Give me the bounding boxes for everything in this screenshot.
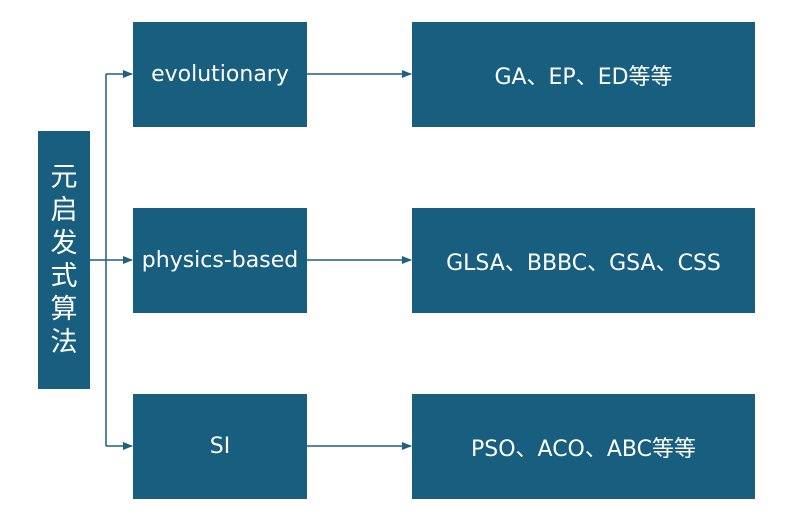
examples-node-physics-based: GLSA、BBBC、GSA、CSS: [412, 208, 755, 313]
root-label-char: 启: [50, 195, 78, 226]
examples-label: GLSA、BBBC、GSA、CSS: [446, 250, 721, 276]
root-label-char: 发: [50, 228, 78, 259]
examples-node-si: PSO、ACO、ABC等等: [412, 394, 755, 499]
category-label: physics-based: [141, 247, 299, 273]
root-label-char: 法: [50, 327, 78, 358]
examples-label: PSO、ACO、ABC等等: [470, 436, 696, 462]
root-label-char: 算: [50, 294, 78, 325]
examples-node-evolutionary: GA、EP、ED等等: [412, 22, 755, 127]
category-node-evolutionary: evolutionary: [133, 22, 307, 127]
category-node-si: SI: [133, 394, 307, 499]
root-label-char: 元: [50, 162, 78, 193]
root-label-char: 式: [50, 261, 78, 292]
category-label: SI: [209, 433, 231, 459]
category-node-physics-based: physics-based: [133, 208, 307, 313]
root-node-metaheuristic: 元 启 发 式 算 法: [38, 131, 90, 389]
category-label: evolutionary: [151, 61, 289, 87]
examples-label: GA、EP、ED等等: [494, 64, 673, 90]
